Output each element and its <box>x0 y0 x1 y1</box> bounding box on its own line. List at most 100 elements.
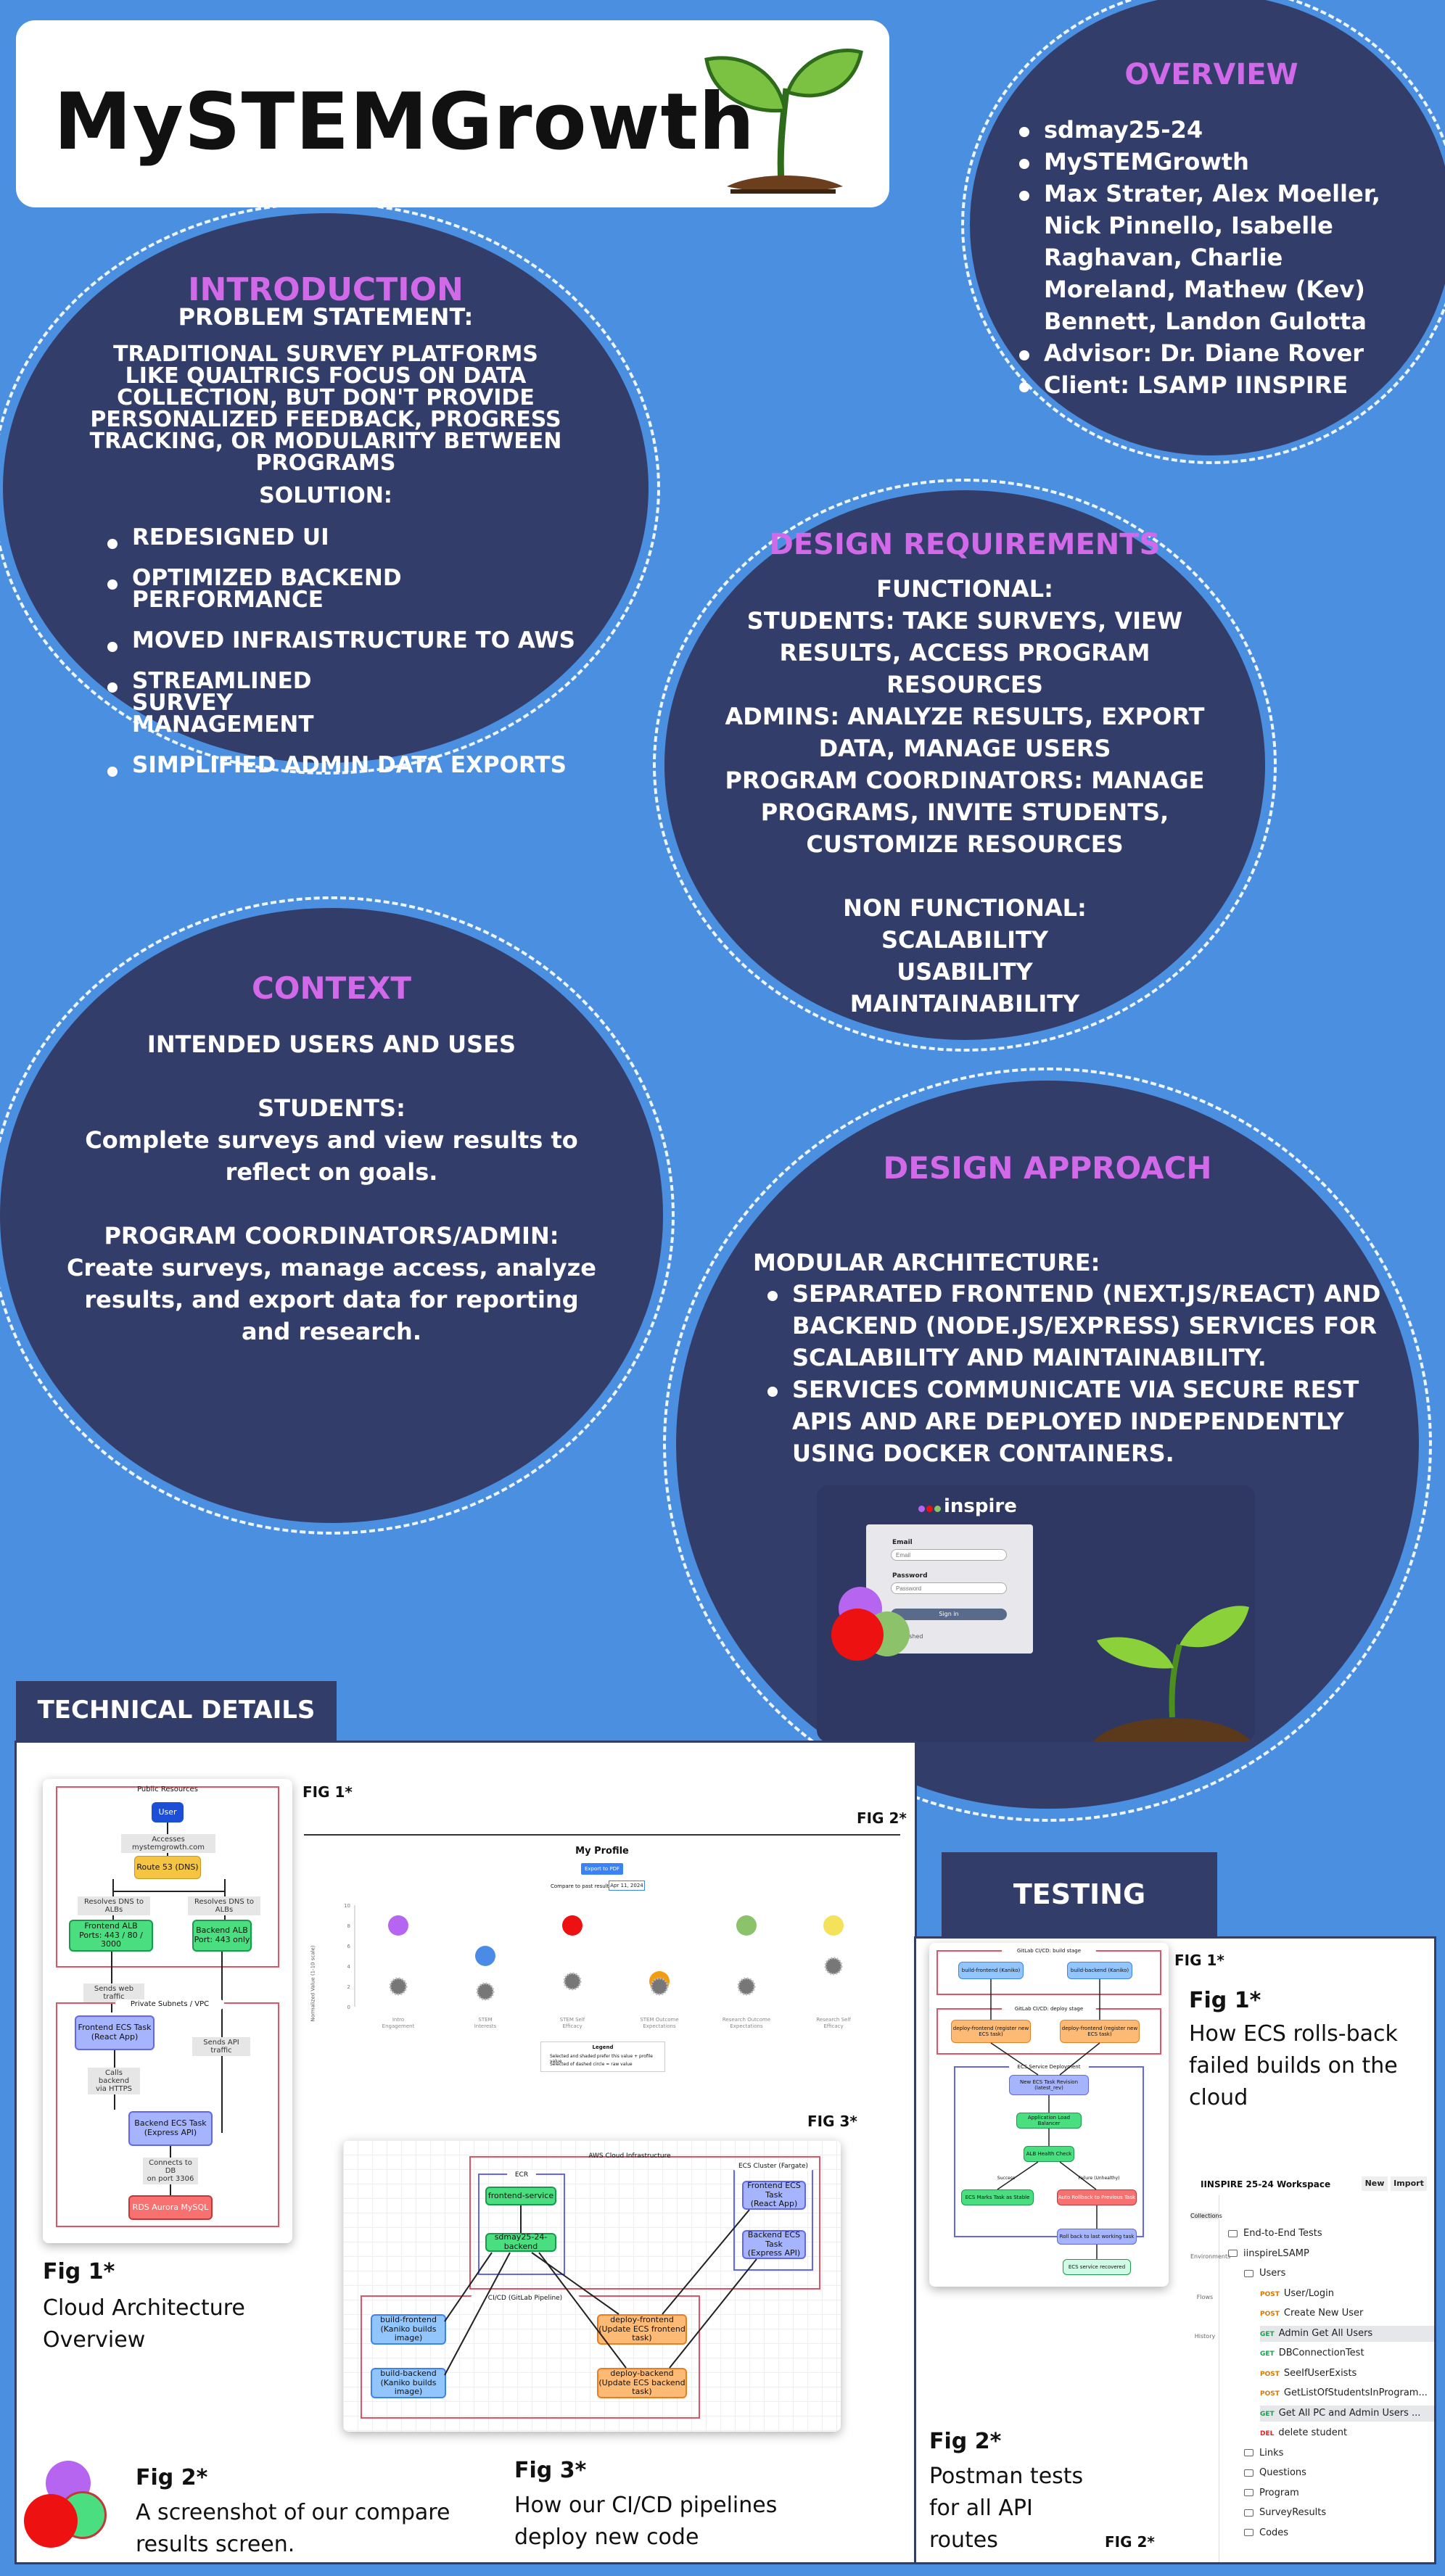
y-tick-label: 8 <box>347 1923 350 1929</box>
problem-label: PROBLEM STATEMENT: <box>178 303 474 331</box>
ecs-deploy-label: ECS Service Deployment <box>1009 2063 1089 2071</box>
legend-title: Legend <box>592 2044 614 2050</box>
introduction-heading: INTRODUCTION <box>188 271 464 308</box>
frontend-service-node: frontend-service <box>485 2187 556 2205</box>
login-screenshot: inspire Email Password Sign in Unfinishe… <box>817 1485 1255 1742</box>
item-label: Users <box>1259 2268 1286 2279</box>
nonfunctional-item: MAINTAINABILITY <box>849 990 1080 1017</box>
item-label: SeeIfUserExists <box>1283 2367 1357 2379</box>
nonfunctional-item: USABILITY <box>897 958 1033 986</box>
rb-new-task: New ECS Task Revision (latest_rev) <box>1009 2075 1089 2095</box>
cicd-diagram: AWS Cloud Infrastructure ECR ECS Cluster… <box>343 2140 841 2432</box>
connects-label: Connects to DB on port 3306 <box>143 2158 198 2184</box>
technical-heading: TECHNICAL DETAILS <box>37 1696 316 1725</box>
approach-list: SEPARATED FRONTEND (NEXT.JS/REACT) AND B… <box>762 1278 1390 1469</box>
chart-point-selected <box>823 1915 844 1936</box>
collection-folder[interactable]: End-to-End Tests <box>1228 2226 1434 2242</box>
functional-admins: ADMINS: ANALYZE RESULTS, EXPORT DATA, MA… <box>725 703 1205 762</box>
chart-point-raw <box>737 1977 756 1996</box>
fig2-caption-text: A screenshot of our compare results scre… <box>136 2500 450 2557</box>
overview-item: Advisor: Dr. Diane Rover <box>1013 337 1420 369</box>
fig3-caption-title: Fig 3* <box>514 2458 587 2483</box>
rds-node: RDS Aurora MySQL <box>128 2195 213 2220</box>
collection-folder[interactable]: Users <box>1244 2266 1434 2282</box>
overview-item: Max Strater, Alex Moeller, Nick Pinnello… <box>1013 178 1420 337</box>
overview-item: sdmay25-24 <box>1013 114 1420 146</box>
postman-import-button[interactable]: Import <box>1391 2176 1427 2191</box>
folder-icon <box>1244 2529 1253 2536</box>
collection-folder[interactable]: Codes <box>1244 2525 1434 2541</box>
postman-sidebar: Collections Environments Flows History <box>1190 2195 1231 2562</box>
chart-point-selected <box>388 1915 408 1936</box>
profile-title: My Profile <box>575 1846 629 1857</box>
testing-fig2-title: Fig 2* <box>929 2429 1002 2454</box>
collections-tab[interactable]: Collections <box>1190 2213 1222 2219</box>
y-tick-label: 6 <box>347 1944 351 1949</box>
environments-tab[interactable]: Environments <box>1190 2253 1231 2260</box>
postman-new-button[interactable]: New <box>1362 2176 1388 2191</box>
backend-task-node: Backend ECS Task (Express API) <box>128 2111 213 2146</box>
history-tab[interactable]: History <box>1194 2333 1216 2340</box>
rb-deploy-fe: deploy-frontend (register new ECS task) <box>951 2020 1031 2043</box>
introduction-circle: INTRODUCTION PROBLEM STATEMENT: TRADITIO… <box>3 213 649 777</box>
solution-label: SOLUTION: <box>259 483 392 508</box>
collection-folder[interactable]: Links <box>1244 2445 1434 2461</box>
item-label: Codes <box>1259 2527 1289 2538</box>
flows-tab[interactable]: Flows <box>1196 2294 1214 2300</box>
pipeline-label: CI/CD (GitLab Pipeline) <box>471 2294 580 2303</box>
password-field[interactable] <box>891 1582 1007 1594</box>
collection-folder[interactable]: Program <box>1244 2485 1434 2501</box>
solution-item: REDESIGNED UI <box>102 527 595 550</box>
frontend-task-node: Frontend ECS Task (React App) <box>75 2015 155 2050</box>
method-badge: DEL <box>1260 2430 1275 2437</box>
method-badge: GET <box>1260 2350 1275 2358</box>
functional-coordinators: PROGRAM COORDINATORS: MANAGE PROGRAMS, I… <box>725 767 1205 858</box>
y-tick-label: 0 <box>347 2005 350 2010</box>
export-pdf-button[interactable]: Export to PDF <box>581 1863 623 1875</box>
approach-item: SERVICES COMMUNICATE VIA SECURE REST API… <box>762 1374 1390 1469</box>
solution-item: MOVED INFRAISTRUCTURE TO AWS <box>102 629 595 653</box>
ecs-label: ECS Cluster (Fargate) <box>732 2162 815 2171</box>
students-text: Complete surveys and view results to ref… <box>85 1126 578 1186</box>
rb-rollback: Auto Rollback to Previous Task <box>1057 2189 1137 2205</box>
method-badge: GET <box>1260 2410 1275 2418</box>
y-tick-label: 2 <box>347 1984 350 1990</box>
legend-item-1: Selected and shaded prefer this value + … <box>550 2054 653 2064</box>
build-stage-label: GitLab CI/CD: build stage <box>1002 1947 1096 1954</box>
compare-icon <box>24 2461 107 2555</box>
accesses-label: Accesses mystemgrowth.com <box>121 1834 215 1853</box>
build-fe-node: build-frontend (Kaniko builds image) <box>371 2314 446 2345</box>
collection-folder[interactable]: iinspireLSAMP <box>1228 2246 1434 2262</box>
folder-icon <box>1228 2250 1238 2257</box>
item-label: iinspireLSAMP <box>1243 2247 1309 2259</box>
profile-screenshot: My Profile Export to PDF Compare to past… <box>304 1834 900 2086</box>
collection-folder[interactable]: Questions <box>1244 2465 1434 2481</box>
sends-web-label: Sends web traffic <box>83 1983 144 2002</box>
ecr-label: ECR <box>507 2171 536 2179</box>
deploy-fe-node: deploy-frontend (Update ECS frontend tas… <box>597 2314 687 2345</box>
compare-date-input[interactable]: Apr 11, 2024 <box>609 1881 645 1891</box>
email-label: Email <box>892 1539 913 1546</box>
item-label: GetListOfStudentsInProgram... <box>1283 2387 1428 2398</box>
route53-node: Route 53 (DNS) <box>134 1856 201 1879</box>
item-label: Questions <box>1259 2467 1306 2478</box>
sprout-logo-icon <box>704 48 863 194</box>
email-field[interactable] <box>891 1549 1007 1561</box>
admin-label: PROGRAM COORDINATORS/ADMIN: <box>104 1222 559 1250</box>
signin-button[interactable]: Sign in <box>891 1609 1007 1620</box>
rb-health: ALB Health Check <box>1024 2146 1074 2162</box>
rb-alb: Application Load Balancer <box>1016 2113 1082 2129</box>
collection-folder[interactable]: SurveyResults <box>1244 2505 1434 2521</box>
chart-point-selected <box>562 1915 582 1936</box>
